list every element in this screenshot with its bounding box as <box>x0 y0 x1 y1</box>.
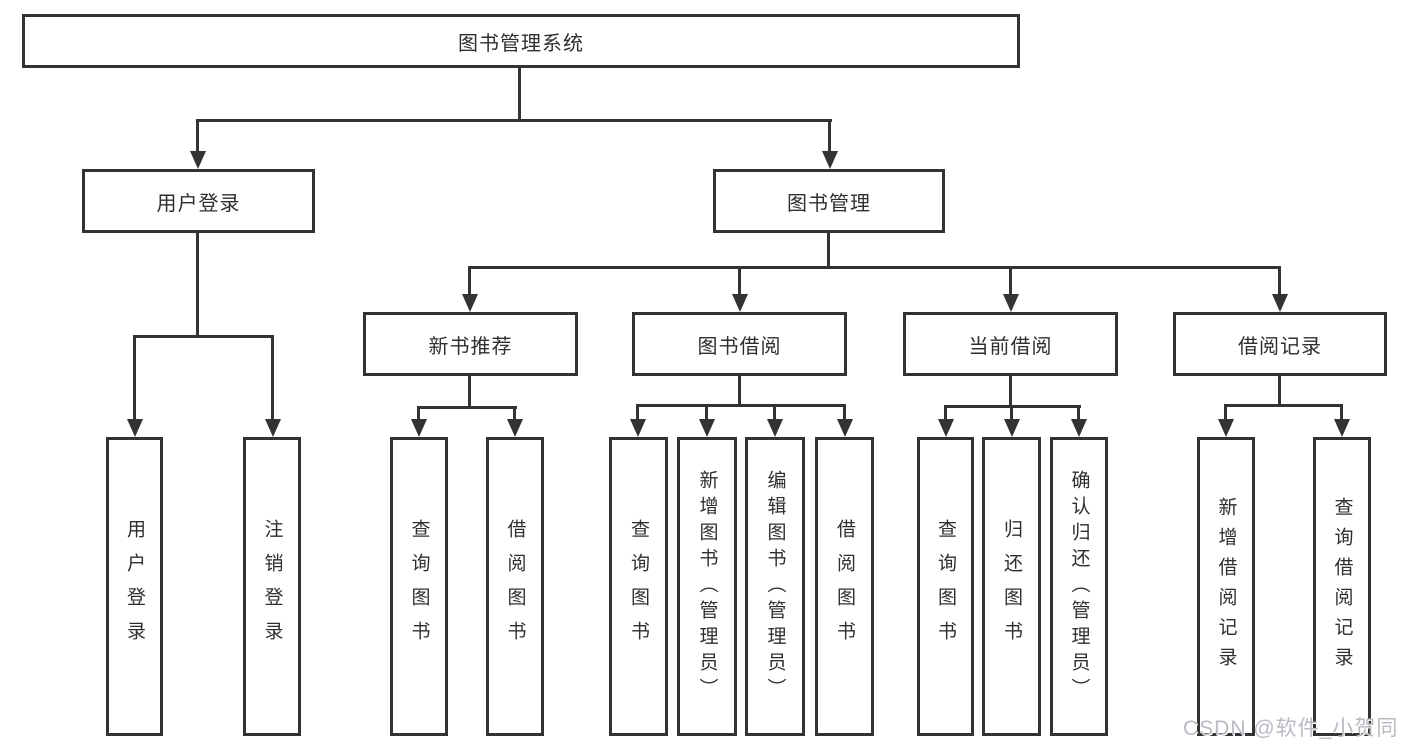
arrowhead-rec-query-icon <box>1334 419 1350 437</box>
connector-stem-bb-edit <box>773 404 776 420</box>
node-borrowing-records: 借阅记录 <box>1173 312 1387 376</box>
arrowhead-bb-query-icon <box>630 419 646 437</box>
connector-stem-cb-confirm <box>1077 405 1080 420</box>
connector-stem-cb-return <box>1010 405 1013 420</box>
node-current-borrowing: 当前借阅 <box>903 312 1118 376</box>
leaf-cb-query-books-label: 查询图书 <box>935 518 956 655</box>
connector-records-hline <box>1224 404 1343 407</box>
arrowhead-nb-query-icon <box>411 419 427 437</box>
connector-stem-book-borrow <box>738 266 741 296</box>
leaf-cb-return-books-label: 归还图书 <box>1001 518 1022 655</box>
arrowhead-cb-return-icon <box>1004 419 1020 437</box>
connector-newbooks-vline <box>468 376 471 408</box>
node-book-management: 图书管理 <box>713 169 945 233</box>
connector-stem-rec-add <box>1224 404 1227 420</box>
leaf-cb-return-books: 归还图书 <box>982 437 1041 736</box>
connector-stem-bb-add <box>705 404 708 420</box>
leaf-cb-confirm-return-admin: 确认归还（管理员） <box>1050 437 1108 736</box>
leaf-nb-query-books: 查询图书 <box>390 437 448 736</box>
connector-stem-rec-query <box>1340 404 1343 420</box>
connector-userlogin-hline <box>133 335 274 338</box>
connector-newbooks-hline <box>417 406 517 409</box>
leaf-bb-query-books-label: 查询图书 <box>628 518 649 655</box>
node-root-library-management-system: 图书管理系统 <box>22 14 1020 68</box>
leaf-bb-query-books: 查询图书 <box>609 437 668 736</box>
connector-bookmgmt-hline <box>468 266 1281 269</box>
arrowhead-book-borrow-icon <box>732 294 748 312</box>
arrowhead-logout-leaf-icon <box>265 419 281 437</box>
arrowhead-cb-confirm-icon <box>1071 419 1087 437</box>
leaf-bb-borrow-books: 借阅图书 <box>815 437 874 736</box>
arrowhead-login-leaf-icon <box>127 419 143 437</box>
connector-stem-borrow-records <box>1278 266 1281 296</box>
node-new-book-recommend: 新书推荐 <box>363 312 578 376</box>
connector-stem-bb-borrow <box>843 404 846 420</box>
arrowhead-bb-borrow-icon <box>837 419 853 437</box>
connector-current-vline <box>1009 376 1012 407</box>
leaf-rec-query-record: 查询借阅记录 <box>1313 437 1371 736</box>
arrowhead-cb-query-icon <box>938 419 954 437</box>
leaf-nb-query-books-label: 查询图书 <box>408 518 430 655</box>
arrowhead-new-books-icon <box>462 294 478 312</box>
node-user-login: 用户登录 <box>82 169 315 233</box>
connector-borrowing-vline <box>738 376 741 406</box>
arrowhead-rec-add-icon <box>1218 419 1234 437</box>
leaf-nb-borrow-books: 借阅图书 <box>486 437 544 736</box>
arrowhead-book-management-icon <box>822 151 838 169</box>
leaf-nb-borrow-books-label: 借阅图书 <box>504 518 526 655</box>
connector-root-vline <box>518 68 521 120</box>
connector-stem-book-management <box>828 119 831 153</box>
leaf-bb-borrow-books-label: 借阅图书 <box>834 518 855 655</box>
csdn-watermark: CSDN @软件_小贺同学 <box>1183 717 1399 740</box>
leaf-user-login: 用户登录 <box>106 437 163 736</box>
connector-stem-bb-query <box>636 404 639 420</box>
arrowhead-current-borrow-icon <box>1003 294 1019 312</box>
connector-records-vline <box>1278 376 1281 406</box>
arrowhead-user-login-icon <box>190 151 206 169</box>
arrowhead-bb-edit-icon <box>767 419 783 437</box>
connector-bookmgmt-vline <box>827 233 830 268</box>
connector-stem-login-leaf <box>133 335 136 421</box>
connector-stem-user-login <box>196 119 199 153</box>
connector-root-hline <box>197 119 832 122</box>
leaf-bb-add-books-admin-label: 新增图书（管理员） <box>696 469 718 704</box>
leaf-bb-edit-books-admin-label: 编辑图书（管理员） <box>764 469 786 704</box>
connector-stem-new-books <box>468 266 471 296</box>
leaf-cb-query-books: 查询图书 <box>917 437 974 736</box>
arrowhead-bb-add-icon <box>699 419 715 437</box>
connector-borrowing-hline <box>636 404 846 407</box>
leaf-cb-confirm-return-admin-label: 确认归还（管理员） <box>1068 469 1090 704</box>
leaf-bb-edit-books-admin: 编辑图书（管理员） <box>745 437 805 736</box>
leaf-user-login-label: 用户登录 <box>124 518 145 655</box>
leaf-bb-add-books-admin: 新增图书（管理员） <box>677 437 737 736</box>
connector-userlogin-vline <box>196 233 199 335</box>
leaf-rec-query-record-label: 查询借阅记录 <box>1331 496 1353 677</box>
leaf-rec-add-record-label: 新增借阅记录 <box>1215 496 1237 677</box>
connector-stem-logout-leaf <box>271 335 274 421</box>
connector-stem-nb-query <box>417 406 420 421</box>
connector-stem-cb-query <box>944 405 947 420</box>
arrowhead-nb-borrow-icon <box>507 419 523 437</box>
arrowhead-borrow-records-icon <box>1272 294 1288 312</box>
leaf-logout-label: 注销登录 <box>261 518 283 655</box>
leaf-rec-add-record: 新增借阅记录 <box>1197 437 1255 736</box>
leaf-logout: 注销登录 <box>243 437 301 736</box>
node-book-borrowing: 图书借阅 <box>632 312 847 376</box>
connector-stem-current-borrow <box>1009 266 1012 296</box>
connector-stem-nb-borrow <box>513 406 516 421</box>
